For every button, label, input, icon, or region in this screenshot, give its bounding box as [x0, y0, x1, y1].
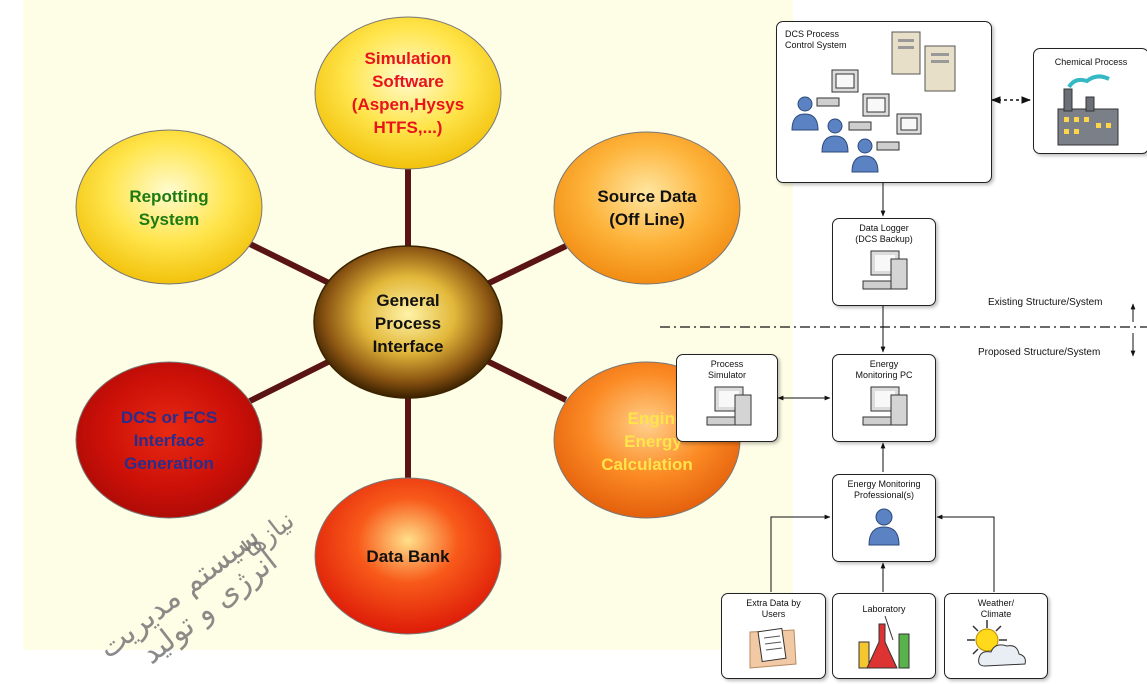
node-dcs-fcs: DCS or FCS Interface Generation — [83, 404, 255, 476]
node-data-bank: Data Bank — [322, 542, 494, 570]
box-weather-climate: Weather/ Climate — [944, 593, 1048, 679]
computer-icon — [862, 250, 908, 290]
box-text: (DCS Backup) — [855, 234, 913, 244]
box-text: Extra Data by — [746, 598, 801, 608]
dcs-illustration — [791, 31, 956, 173]
box-extra-data: Extra Data by Users — [721, 593, 826, 679]
box-text: Simulator — [707, 370, 746, 380]
center-line: Interface — [372, 336, 444, 356]
ellipse-simulation-software — [314, 16, 502, 170]
flask-icon — [858, 615, 910, 669]
node-line: Energy — [624, 431, 682, 451]
box-data-logger: Data Logger (DCS Backup) — [832, 218, 936, 306]
right-connectors — [660, 96, 1147, 592]
box-energy-monitoring-professional: Energy Monitoring Professional(s) — [832, 474, 936, 562]
box-text: Climate — [980, 609, 1012, 619]
server-icon — [891, 31, 956, 92]
box-text: DCS Process — [785, 29, 840, 39]
notepad-icon — [749, 627, 797, 669]
proposed-structure-label: Proposed Structure/System — [978, 347, 1101, 358]
node-center: General Process Interface — [330, 287, 486, 359]
node-line: Software — [372, 72, 444, 91]
box-process-simulator: Process Simulator — [676, 354, 778, 442]
node-reporting-system: Repotting System — [83, 183, 255, 233]
center-line: General — [376, 290, 440, 310]
ellipse-data-bank — [314, 477, 502, 635]
node-line: (Off Line) — [609, 210, 685, 229]
connector-extra-professional — [770, 514, 831, 592]
node-line: (Aspen,Hysys — [351, 95, 465, 114]
box-energy-monitoring-pc: Energy Monitoring PC — [832, 354, 936, 442]
box-text: Energy Monitoring — [847, 479, 921, 489]
box-text: Laboratory — [862, 604, 906, 614]
box-text: Weather/ — [977, 598, 1015, 608]
node-line: Source Data — [597, 187, 697, 206]
sun-cloud-icon — [967, 620, 1026, 667]
node-line: System — [138, 210, 200, 229]
node-source-data: Source Data (Off Line) — [560, 180, 734, 236]
computer-icon — [816, 69, 922, 151]
box-dcs-process-control: DCS Process Control System — [776, 21, 992, 183]
existing-structure-label: Existing Structure/System — [988, 297, 1103, 308]
ellipse-source-data — [553, 131, 741, 285]
user-icon — [868, 508, 900, 546]
box-text: Control System — [785, 40, 847, 50]
ellipse-reporting-system — [75, 129, 263, 285]
user-icon — [791, 96, 879, 173]
computer-icon — [862, 386, 908, 426]
node-line: Engine — [627, 408, 685, 428]
node-line: Repotting — [129, 187, 209, 206]
box-chemical-process: Chemical Process — [1033, 48, 1147, 154]
node-simulation-software: Simulation Software (Aspen,Hysys HTFS,..… — [322, 43, 494, 143]
box-text: Users — [761, 609, 786, 619]
computer-icon — [706, 386, 752, 426]
ellipse-dcs-fcs — [75, 361, 263, 519]
ellipse-center — [313, 245, 503, 399]
node-line: HTFS,...) — [373, 118, 443, 137]
box-text: Monitoring PC — [855, 370, 913, 380]
connector-weather-professional — [936, 514, 995, 592]
box-text: Professional(s) — [853, 490, 915, 500]
node-line: DCS or FCS — [120, 407, 218, 427]
node-line: Calculation — [601, 454, 693, 474]
center-line: Process — [374, 313, 442, 333]
node-line: Generation — [124, 453, 214, 473]
box-text: Chemical Process — [1054, 57, 1128, 67]
node-line: Data Bank — [366, 546, 450, 566]
box-laboratory: Laboratory — [832, 593, 936, 679]
box-text: Data Logger — [859, 223, 909, 233]
factory-icon — [1057, 74, 1119, 146]
box-text: Energy — [869, 359, 899, 369]
node-line: Simulation — [364, 49, 452, 68]
node-engineering-energy: Engine Energy Calculation — [565, 405, 729, 477]
node-line: Interface — [133, 430, 205, 450]
box-text: Process — [710, 359, 744, 369]
